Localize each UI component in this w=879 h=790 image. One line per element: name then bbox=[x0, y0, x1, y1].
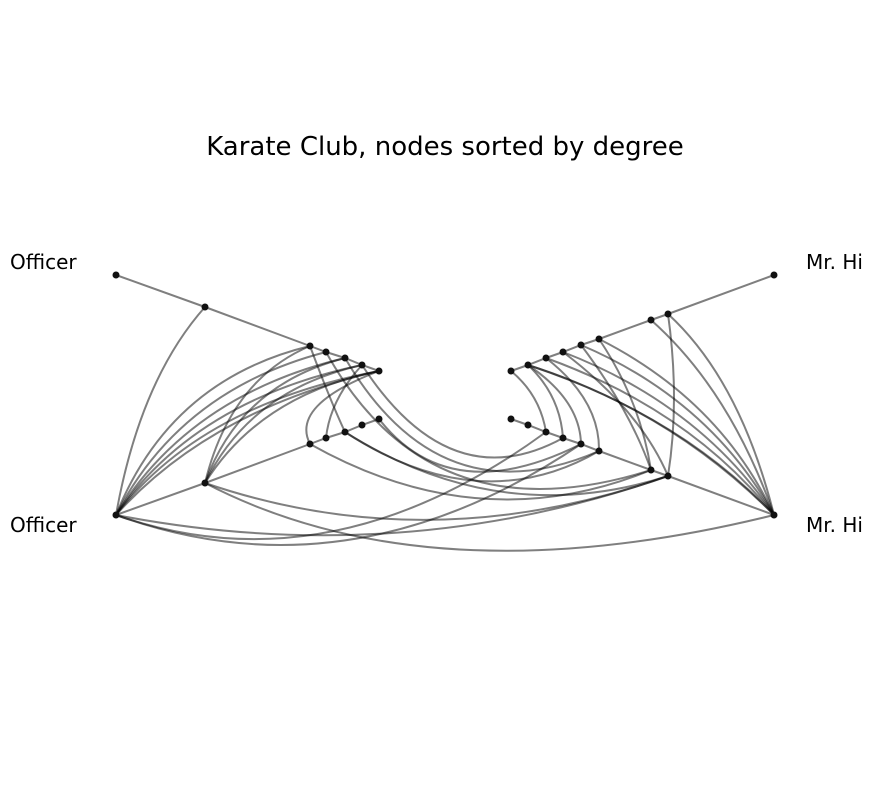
edge bbox=[115, 357, 346, 516]
node-officer-bottom bbox=[306, 440, 314, 448]
edge bbox=[562, 351, 775, 516]
axis-label-left-top: Officer bbox=[10, 250, 77, 274]
node-officer-top bbox=[375, 367, 383, 375]
node-officer-bottom bbox=[341, 428, 349, 436]
edge bbox=[204, 345, 311, 484]
node-officer-top bbox=[341, 354, 349, 362]
edge bbox=[598, 338, 775, 516]
node-mrhi-bottom bbox=[524, 421, 532, 429]
edge bbox=[309, 345, 346, 433]
edge bbox=[115, 443, 582, 546]
edge bbox=[545, 357, 601, 452]
edge bbox=[510, 370, 547, 433]
edge bbox=[115, 274, 380, 372]
node-mrhi-bottom bbox=[507, 415, 515, 423]
node-officer-bottom bbox=[112, 511, 120, 519]
edge bbox=[204, 357, 346, 484]
edge bbox=[344, 431, 669, 497]
edge bbox=[115, 306, 206, 516]
node-mrhi-bottom bbox=[770, 511, 778, 519]
node-mrhi-top bbox=[577, 341, 585, 349]
edge bbox=[510, 274, 775, 372]
edge bbox=[344, 357, 600, 473]
edge bbox=[115, 345, 311, 516]
edge bbox=[115, 370, 380, 516]
edge bbox=[667, 313, 775, 516]
edge bbox=[562, 351, 669, 477]
node-mrhi-bottom bbox=[542, 428, 550, 436]
chart-title: Karate Club, nodes sorted by degree bbox=[206, 132, 684, 162]
axis-label-right-bottom: Mr. Hi bbox=[806, 513, 863, 537]
edge bbox=[305, 370, 380, 445]
node-mrhi-top bbox=[595, 335, 603, 343]
edge bbox=[325, 364, 363, 439]
edges bbox=[115, 274, 775, 552]
edge bbox=[309, 443, 652, 501]
edge bbox=[115, 351, 327, 516]
node-mrhi-top bbox=[542, 354, 550, 362]
node-mrhi-top bbox=[770, 271, 778, 279]
node-officer-top bbox=[112, 271, 120, 279]
node-officer-bottom bbox=[322, 434, 330, 442]
nodes bbox=[112, 271, 778, 519]
edge bbox=[527, 364, 582, 445]
node-mrhi-bottom bbox=[577, 440, 585, 448]
node-mrhi-bottom bbox=[647, 466, 655, 474]
edge bbox=[667, 313, 675, 477]
node-officer-bottom bbox=[375, 415, 383, 423]
edge bbox=[598, 338, 652, 471]
node-officer-top bbox=[322, 348, 330, 356]
node-mrhi-top bbox=[647, 316, 655, 324]
edge bbox=[545, 357, 775, 516]
edge bbox=[204, 482, 775, 552]
edge bbox=[378, 418, 582, 473]
edge bbox=[204, 364, 363, 484]
edge bbox=[361, 364, 564, 459]
axis-label-right-top: Mr. Hi bbox=[806, 250, 863, 274]
node-mrhi-top bbox=[524, 361, 532, 369]
node-mrhi-bottom bbox=[559, 434, 567, 442]
node-officer-bottom bbox=[358, 421, 366, 429]
edge bbox=[325, 351, 652, 490]
node-mrhi-top bbox=[664, 310, 672, 318]
edge bbox=[527, 364, 564, 439]
edge bbox=[580, 344, 652, 471]
edge bbox=[204, 475, 669, 521]
node-mrhi-bottom bbox=[595, 447, 603, 455]
axis-label-left-bottom: Officer bbox=[10, 513, 77, 537]
node-officer-top bbox=[306, 342, 314, 350]
node-mrhi-top bbox=[559, 348, 567, 356]
node-officer-top bbox=[201, 303, 209, 311]
node-mrhi-bottom bbox=[664, 472, 672, 480]
edge bbox=[527, 364, 775, 516]
node-officer-top bbox=[358, 361, 366, 369]
node-officer-bottom bbox=[201, 479, 209, 487]
node-mrhi-top bbox=[507, 367, 515, 375]
